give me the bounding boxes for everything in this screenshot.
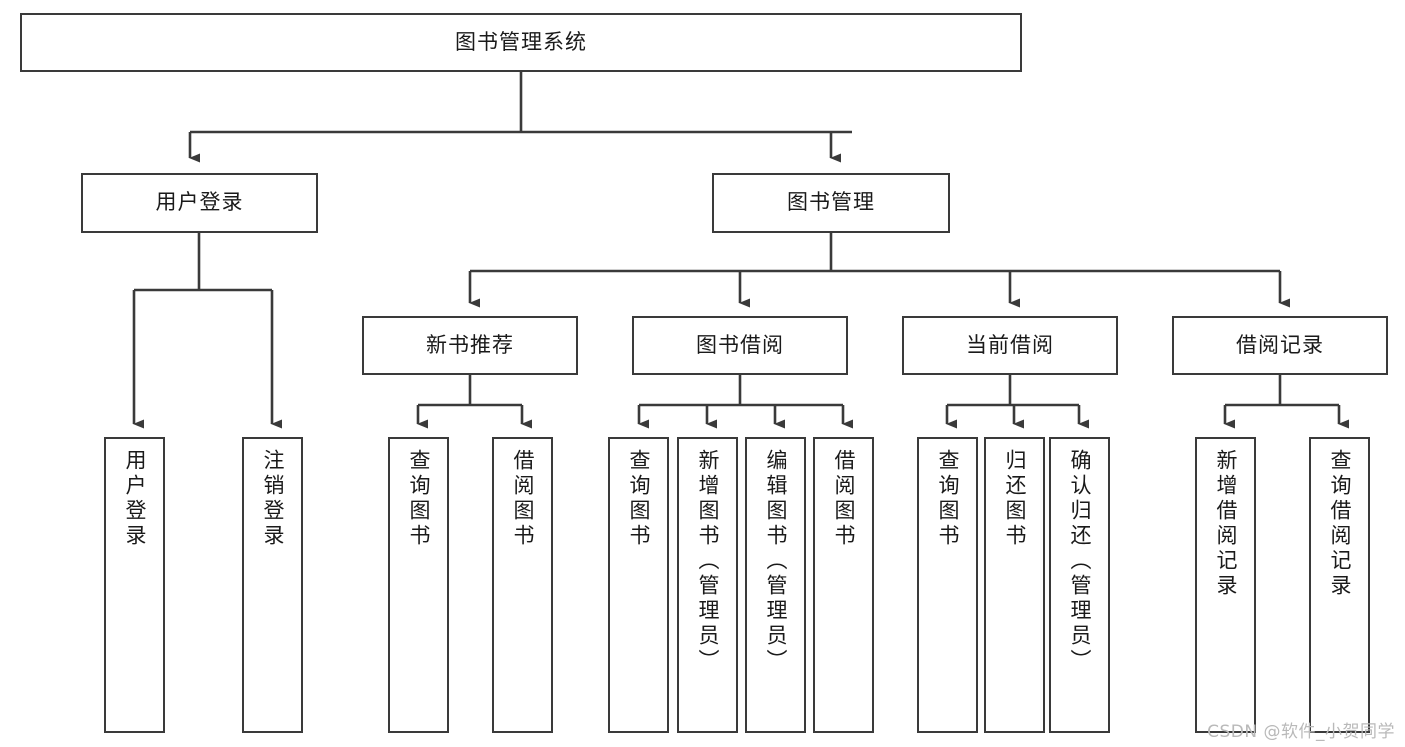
node-label: 借阅图书 xyxy=(832,449,856,549)
node-book-borrow[interactable]: 图书借阅 xyxy=(632,316,848,375)
node-label: 借阅记录 xyxy=(1236,332,1324,357)
node-label: 图书管理 xyxy=(787,190,875,215)
leaf-user-login-login[interactable]: 用户登录 xyxy=(104,437,165,733)
node-label: 查询借阅记录 xyxy=(1328,449,1352,599)
node-label: 新增图书（管理员） xyxy=(696,449,720,674)
node-label: 编辑图书（管理员） xyxy=(764,449,788,674)
node-label: 归还图书 xyxy=(1003,449,1027,549)
leaf-borrow-record-add[interactable]: 新增借阅记录 xyxy=(1195,437,1256,733)
leaf-book-borrow-borrow[interactable]: 借阅图书 xyxy=(813,437,874,733)
node-label: 确认归还（管理员） xyxy=(1068,449,1092,674)
node-book-management[interactable]: 图书管理 xyxy=(712,173,950,233)
node-label: 图书管理系统 xyxy=(455,29,587,54)
node-label: 当前借阅 xyxy=(966,332,1054,357)
node-label: 查询图书 xyxy=(627,449,651,549)
node-label: 新书推荐 xyxy=(426,332,514,357)
node-label: 图书借阅 xyxy=(696,332,784,357)
leaf-current-borrow-query[interactable]: 查询图书 xyxy=(917,437,978,733)
leaf-book-borrow-add[interactable]: 新增图书（管理员） xyxy=(677,437,738,733)
node-label: 新增借阅记录 xyxy=(1214,449,1238,599)
leaf-book-borrow-query[interactable]: 查询图书 xyxy=(608,437,669,733)
node-label: 借阅图书 xyxy=(511,449,535,549)
node-label: 注销登录 xyxy=(261,449,285,549)
node-user-login[interactable]: 用户登录 xyxy=(81,173,318,233)
leaf-user-login-logout[interactable]: 注销登录 xyxy=(242,437,303,733)
node-new-book-recommend[interactable]: 新书推荐 xyxy=(362,316,578,375)
node-label: 查询图书 xyxy=(936,449,960,549)
leaf-current-borrow-return[interactable]: 归还图书 xyxy=(984,437,1045,733)
leaf-new-book-query[interactable]: 查询图书 xyxy=(388,437,449,733)
leaf-current-borrow-confirm-return[interactable]: 确认归还（管理员） xyxy=(1049,437,1110,733)
node-label: 查询图书 xyxy=(407,449,431,549)
leaf-new-book-borrow[interactable]: 借阅图书 xyxy=(492,437,553,733)
node-system-root[interactable]: 图书管理系统 xyxy=(20,13,1022,72)
node-label: 用户登录 xyxy=(155,190,244,215)
csdn-watermark: CSDN @软件_小贺同学 xyxy=(1207,722,1395,742)
leaf-book-borrow-edit[interactable]: 编辑图书（管理员） xyxy=(745,437,806,733)
node-current-borrow[interactable]: 当前借阅 xyxy=(902,316,1118,375)
node-label: 用户登录 xyxy=(123,449,147,549)
node-borrow-record[interactable]: 借阅记录 xyxy=(1172,316,1388,375)
leaf-borrow-record-query[interactable]: 查询借阅记录 xyxy=(1309,437,1370,733)
